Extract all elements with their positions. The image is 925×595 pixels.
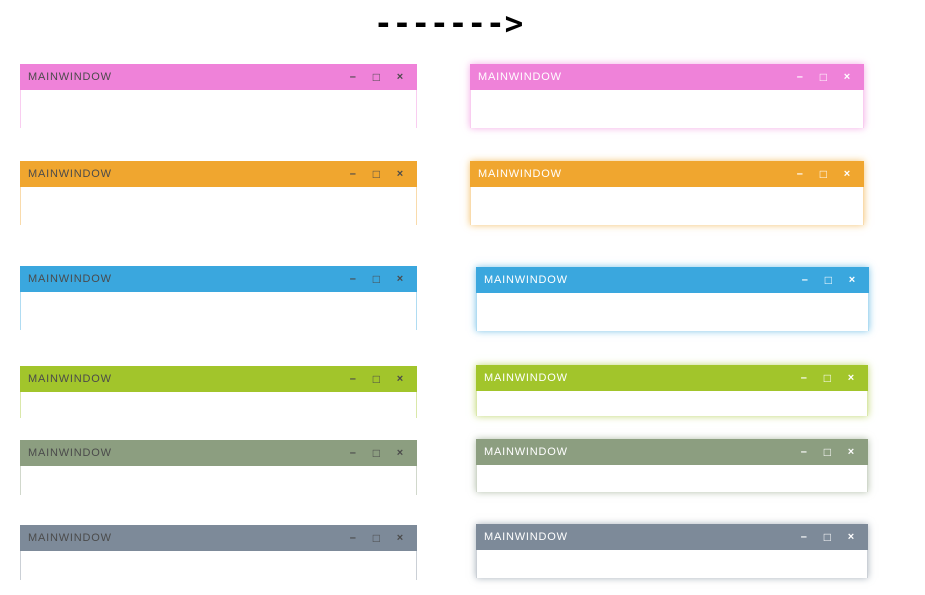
window-sage-before: MAINWINDOW – □ × <box>20 440 417 495</box>
window-client-area <box>20 90 417 128</box>
minimize-icon[interactable]: – <box>800 531 808 543</box>
window-client-area <box>20 392 417 418</box>
window-slate-after: MAINWINDOW – □ × <box>476 524 868 578</box>
window-title: MAINWINDOW <box>28 273 112 285</box>
minimize-icon[interactable]: – <box>349 273 357 285</box>
window-titlebar[interactable]: MAINWINDOW – □ × <box>476 439 868 465</box>
minimize-icon[interactable]: – <box>800 372 808 384</box>
close-icon[interactable]: × <box>843 71 851 83</box>
window-orange-after: MAINWINDOW – □ × <box>470 161 864 225</box>
window-lime-after: MAINWINDOW – □ × <box>476 365 868 416</box>
window-controls: – □ × <box>801 524 868 550</box>
maximize-icon[interactable]: □ <box>372 70 381 84</box>
window-title: MAINWINDOW <box>484 274 568 286</box>
maximize-icon[interactable]: □ <box>372 167 381 181</box>
dashed-arrow: -------> <box>374 6 524 42</box>
window-controls: – □ × <box>350 266 417 292</box>
window-client-area <box>476 391 868 416</box>
window-client-area <box>476 550 868 578</box>
close-icon[interactable]: × <box>843 168 851 180</box>
window-titlebar[interactable]: MAINWINDOW – □ × <box>20 525 417 551</box>
window-titlebar[interactable]: MAINWINDOW – □ × <box>20 366 417 392</box>
window-title: MAINWINDOW <box>28 71 112 83</box>
close-icon[interactable]: × <box>847 531 855 543</box>
window-pink-before: MAINWINDOW – □ × <box>20 64 417 128</box>
window-blue-after: MAINWINDOW – □ × <box>476 267 869 331</box>
window-controls: – □ × <box>802 267 869 293</box>
window-controls: – □ × <box>350 366 417 392</box>
minimize-icon[interactable]: – <box>801 274 809 286</box>
window-titlebar[interactable]: MAINWINDOW – □ × <box>20 64 417 90</box>
minimize-icon[interactable]: – <box>796 71 804 83</box>
window-titlebar[interactable]: MAINWINDOW – □ × <box>20 266 417 292</box>
window-pink-after: MAINWINDOW – □ × <box>470 64 864 128</box>
window-controls: – □ × <box>350 161 417 187</box>
window-controls: – □ × <box>350 440 417 466</box>
window-title: MAINWINDOW <box>484 372 568 384</box>
window-controls: – □ × <box>801 365 868 391</box>
maximize-icon[interactable]: □ <box>823 445 832 459</box>
maximize-icon[interactable]: □ <box>819 70 828 84</box>
window-client-area <box>20 187 417 225</box>
close-icon[interactable]: × <box>396 273 404 285</box>
minimize-icon[interactable]: – <box>349 168 357 180</box>
window-client-area <box>20 551 417 580</box>
window-client-area <box>470 187 864 225</box>
window-title: MAINWINDOW <box>28 532 112 544</box>
close-icon[interactable]: × <box>847 446 855 458</box>
maximize-icon[interactable]: □ <box>824 273 833 287</box>
window-client-area <box>476 293 869 331</box>
window-lime-before: MAINWINDOW – □ × <box>20 366 417 418</box>
window-client-area <box>476 465 868 492</box>
minimize-icon[interactable]: – <box>349 447 357 459</box>
window-orange-before: MAINWINDOW – □ × <box>20 161 417 225</box>
minimize-icon[interactable]: – <box>349 373 357 385</box>
window-titlebar[interactable]: MAINWINDOW – □ × <box>476 524 868 550</box>
close-icon[interactable]: × <box>396 71 404 83</box>
window-client-area <box>20 292 417 330</box>
maximize-icon[interactable]: □ <box>372 531 381 545</box>
window-title: MAINWINDOW <box>28 373 112 385</box>
window-titlebar[interactable]: MAINWINDOW – □ × <box>476 365 868 391</box>
minimize-icon[interactable]: – <box>800 446 808 458</box>
window-blue-before: MAINWINDOW – □ × <box>20 266 417 330</box>
window-title: MAINWINDOW <box>28 168 112 180</box>
maximize-icon[interactable]: □ <box>819 167 828 181</box>
close-icon[interactable]: × <box>848 274 856 286</box>
window-controls: – □ × <box>797 161 864 187</box>
window-title: MAINWINDOW <box>28 447 112 459</box>
maximize-icon[interactable]: □ <box>372 272 381 286</box>
window-titlebar[interactable]: MAINWINDOW – □ × <box>20 161 417 187</box>
close-icon[interactable]: × <box>396 168 404 180</box>
window-titlebar[interactable]: MAINWINDOW – □ × <box>470 161 864 187</box>
minimize-icon[interactable]: – <box>349 532 357 544</box>
window-sage-after: MAINWINDOW – □ × <box>476 439 868 492</box>
window-client-area <box>470 90 864 128</box>
window-controls: – □ × <box>797 64 864 90</box>
window-titlebar[interactable]: MAINWINDOW – □ × <box>20 440 417 466</box>
maximize-icon[interactable]: □ <box>372 372 381 386</box>
close-icon[interactable]: × <box>396 373 404 385</box>
close-icon[interactable]: × <box>396 532 404 544</box>
window-title: MAINWINDOW <box>484 446 568 458</box>
window-title: MAINWINDOW <box>478 71 562 83</box>
minimize-icon[interactable]: – <box>349 71 357 83</box>
window-slate-before: MAINWINDOW – □ × <box>20 525 417 580</box>
minimize-icon[interactable]: – <box>796 168 804 180</box>
window-controls: – □ × <box>350 64 417 90</box>
window-controls: – □ × <box>350 525 417 551</box>
close-icon[interactable]: × <box>396 447 404 459</box>
maximize-icon[interactable]: □ <box>372 446 381 460</box>
close-icon[interactable]: × <box>847 372 855 384</box>
window-controls: – □ × <box>801 439 868 465</box>
window-titlebar[interactable]: MAINWINDOW – □ × <box>470 64 864 90</box>
window-titlebar[interactable]: MAINWINDOW – □ × <box>476 267 869 293</box>
maximize-icon[interactable]: □ <box>823 371 832 385</box>
window-client-area <box>20 466 417 495</box>
maximize-icon[interactable]: □ <box>823 530 832 544</box>
window-title: MAINWINDOW <box>478 168 562 180</box>
window-title: MAINWINDOW <box>484 531 568 543</box>
